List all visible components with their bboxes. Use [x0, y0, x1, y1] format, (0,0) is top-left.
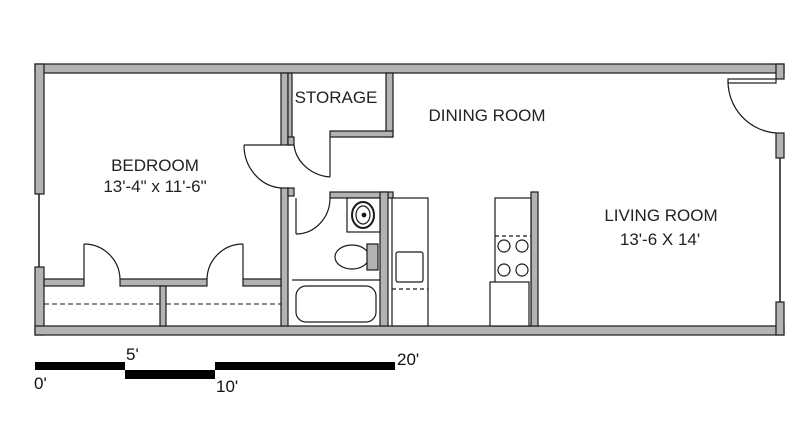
scale-label-5: 5'	[126, 345, 139, 364]
wall-right-upper-jamb	[775, 132, 785, 159]
wall-closet-top-right	[242, 278, 282, 287]
bathtub-icon	[295, 285, 377, 323]
wall-left-lower	[34, 266, 45, 336]
entry-door-leaf	[727, 78, 777, 84]
wall-storage-bottom	[329, 130, 394, 138]
wall-bath-right	[379, 191, 389, 327]
stove-burner	[515, 263, 529, 277]
wall-storage-right	[385, 72, 394, 138]
room-label-dining: DINING ROOM	[428, 106, 546, 125]
toilet-icon	[334, 244, 370, 270]
room-label-living: LIVING ROOM	[604, 206, 718, 225]
wall-storage-door-stub	[287, 136, 295, 146]
wall-top	[34, 63, 785, 74]
scale-segment-10-20	[215, 362, 395, 370]
refrigerator-icon	[489, 281, 530, 327]
wall-left-upper	[34, 63, 45, 195]
wall-bedroom-right-lower	[280, 187, 289, 327]
wall-closet-divider	[159, 285, 167, 327]
wall-top-right-return	[775, 63, 785, 80]
scale-segment-5-10	[125, 370, 215, 379]
wall-bedroom-right-upper	[280, 72, 289, 146]
wall-bath-left-stub	[287, 187, 295, 197]
scale-label-20: 20'	[397, 350, 420, 369]
sink-drain	[361, 212, 367, 218]
bedroom-door-swing	[243, 144, 282, 189]
scale-label-0: 0'	[34, 374, 47, 393]
stove-burner	[497, 263, 511, 277]
room-dimensions-living: 13'-6 X 14'	[619, 230, 701, 249]
entry-door-swing	[727, 80, 777, 134]
closet-door-left-swing	[83, 243, 121, 280]
stove-burner	[515, 239, 529, 253]
closet-door-right-swing	[206, 243, 244, 280]
kitchen-sink-icon	[395, 251, 424, 283]
storage-door-swing	[293, 144, 331, 178]
wall-bottom	[34, 325, 785, 336]
stove-burner	[497, 239, 511, 253]
wall-right-lower-jamb	[775, 301, 785, 336]
scale-label-10: 10'	[216, 377, 239, 396]
room-label-bedroom: BEDROOM	[111, 156, 199, 175]
room-label-storage: STORAGE	[294, 88, 378, 107]
wall-closet-top-left	[43, 278, 85, 287]
wall-closet-top-mid	[119, 278, 208, 287]
wall-kitchen-right	[530, 191, 539, 327]
bath-door-swing	[295, 197, 331, 235]
toilet-tank	[366, 243, 379, 271]
scale-segment-0-5	[35, 362, 125, 370]
wall-bath-left-upper	[287, 72, 293, 146]
room-dimensions-bedroom: 13'-4" x 11'-6"	[103, 177, 207, 196]
